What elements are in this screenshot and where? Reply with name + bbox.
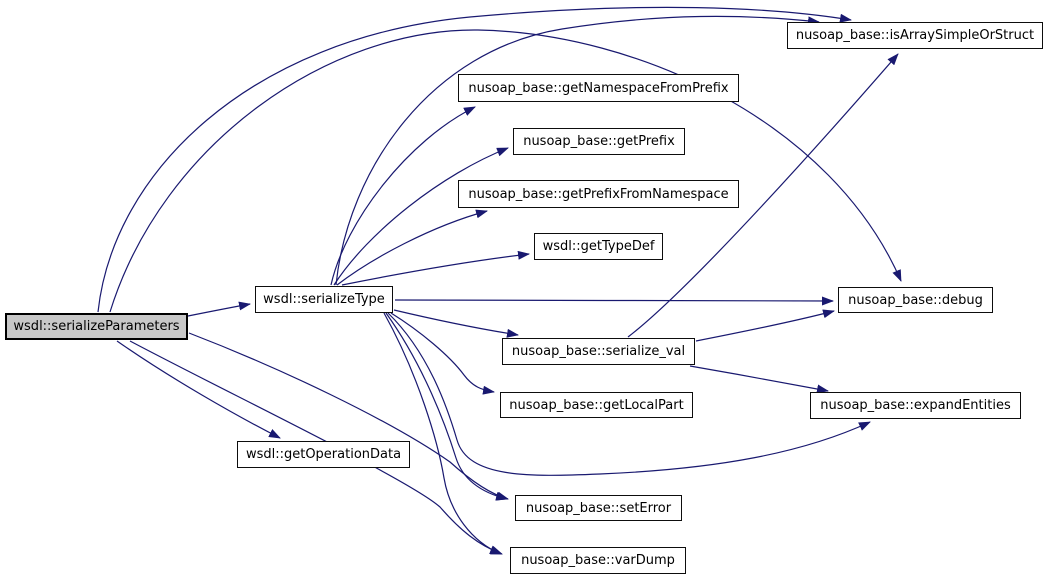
edge-serializeParameters-serializeType bbox=[187, 301, 251, 317]
edge-serializeParameters-varDump bbox=[129, 340, 503, 555]
edge-serializeParameters-debug bbox=[109, 29, 902, 313]
node-nusoap-base-serialize-val[interactable]: nusoap_base::serialize_val bbox=[502, 338, 695, 365]
edge-serializeType-getNamespaceFromPrefix bbox=[330, 106, 476, 286]
node-wsdl-gettypedef[interactable]: wsdl::getTypeDef bbox=[534, 233, 663, 260]
edge-serializeType-getTypeDef bbox=[341, 250, 530, 286]
edge-serializeParameters-isArraySimpleOrStruct bbox=[97, 6, 852, 313]
edge-serialize_val-debug bbox=[695, 309, 835, 342]
edge-serialize_val-isArraySimpleOrStruct bbox=[627, 53, 899, 338]
node-nusoap-base-expandentities[interactable]: nusoap_base::expandEntities bbox=[810, 392, 1021, 419]
node-nusoap-base-getlocalpart[interactable]: nusoap_base::getLocalPart bbox=[500, 392, 693, 418]
node-nusoap-base-debug[interactable]: nusoap_base::debug bbox=[838, 287, 993, 313]
node-wsdl-serializetype[interactable]: wsdl::serializeType bbox=[255, 286, 393, 313]
node-nusoap-base-getprefix[interactable]: nusoap_base::getPrefix bbox=[513, 128, 685, 155]
node-wsdl-getoperationdata[interactable]: wsdl::getOperationData bbox=[237, 441, 410, 468]
edge-serializeType-varDump bbox=[383, 312, 502, 555]
edge-serialize_val-expandEntities bbox=[689, 365, 829, 394]
node-nusoap-base-vardump[interactable]: nusoap_base::varDump bbox=[510, 547, 686, 574]
edge-serializeType-getPrefixFromNamespace bbox=[336, 209, 488, 286]
edge-serializeType-debug bbox=[394, 296, 834, 306]
edge-serializeParameters-setError bbox=[188, 332, 509, 501]
node-nusoap-base-seterror[interactable]: nusoap_base::setError bbox=[515, 495, 682, 521]
edge-serializeType-getLocalPart bbox=[390, 312, 495, 395]
edge-serializeType-serialize_val bbox=[393, 309, 519, 338]
node-nusoap-base-getprefixfromnamespace[interactable]: nusoap_base::getPrefixFromNamespace bbox=[458, 180, 739, 208]
edge-serializeType-getPrefix bbox=[333, 147, 509, 286]
node-nusoap-base-isarraysimpleorstruct[interactable]: nusoap_base::isArraySimpleOrStruct bbox=[787, 22, 1043, 49]
node-wsdl-serializeparameters: wsdl::serializeParameters bbox=[5, 313, 188, 340]
edge-serializeParameters-getOperationData bbox=[116, 340, 281, 439]
edge-serializeType-isArraySimpleOrStruct bbox=[335, 15, 820, 286]
edge-serializeType-expandEntities bbox=[387, 312, 871, 476]
node-nusoap-base-getnamespacefromprefix[interactable]: nusoap_base::getNamespaceFromPrefix bbox=[458, 74, 739, 102]
edge-serializeType-setError bbox=[385, 312, 508, 501]
